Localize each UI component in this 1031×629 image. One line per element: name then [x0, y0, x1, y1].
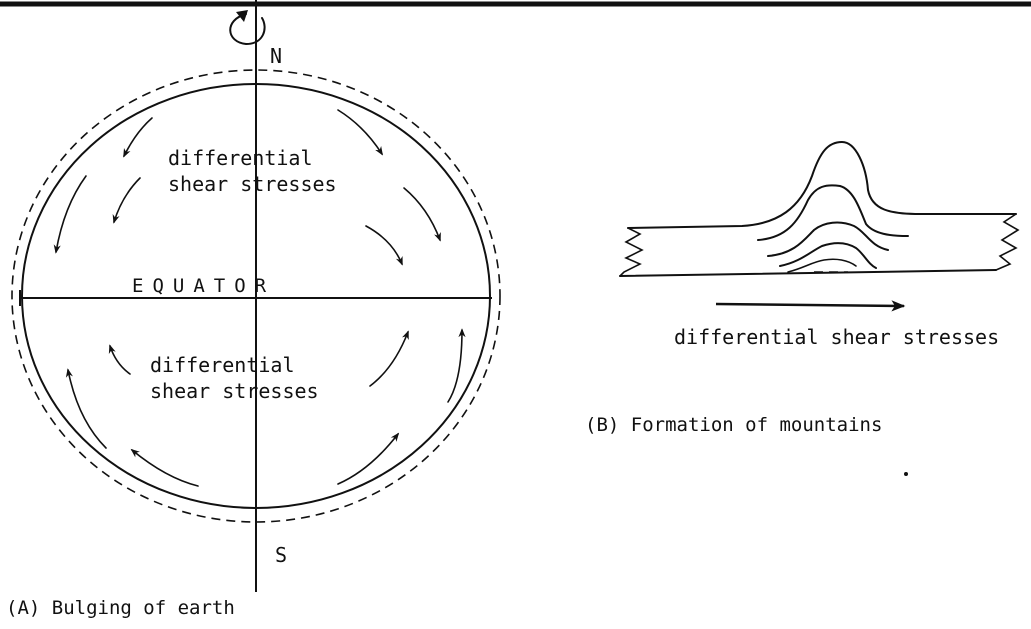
shear-stress-label: differential shear stresses: [674, 325, 999, 349]
upper-stress-label-line2: shear stresses: [168, 172, 337, 196]
shear-arrow: [53, 175, 87, 254]
right-break-edge: [995, 213, 1020, 271]
shear-arrow: [447, 328, 466, 403]
equator-label: EQUATOR: [132, 275, 275, 297]
panel-formation-of-mountains: differential shear stresses (B) Formatio…: [585, 141, 1020, 436]
lower-stress-label-line2: shear stresses: [150, 379, 319, 403]
shear-arrow: [365, 225, 403, 266]
shear-direction-arrow: [715, 300, 906, 312]
panel-bulging-of-earth: N S EQUATOR differential shear stresses …: [6, 0, 501, 619]
shear-arrow: [369, 330, 409, 387]
rotation-icon: [229, 13, 266, 45]
folded-layer: [757, 184, 909, 241]
caption-b: (B) Formation of mountains: [585, 414, 882, 436]
caption-a: (A) Bulging of earth: [6, 597, 235, 619]
folded-layer: [779, 242, 877, 269]
shear-arrow: [337, 109, 383, 156]
upper-stress-label-line1: differential: [168, 146, 313, 170]
rotation-arrowhead-icon: [236, 10, 248, 22]
south-pole-label: S: [275, 543, 287, 567]
folded-layer: [767, 221, 889, 257]
mountain-surface: [627, 141, 1017, 229]
lower-stress-label-line1: differential: [150, 353, 295, 377]
shear-arrow: [108, 344, 131, 375]
north-pole-label: N: [270, 44, 282, 68]
shear-arrow: [123, 117, 153, 158]
shear-arrow: [337, 432, 400, 485]
speck: [904, 472, 908, 476]
shear-arrow: [112, 177, 141, 224]
layer-base-line: [619, 269, 997, 277]
shear-arrow: [65, 368, 107, 449]
shear-arrow: [130, 448, 199, 487]
left-break-edge: [619, 227, 644, 277]
folded-layer: [787, 258, 857, 273]
bulged-earth-outline: [11, 69, 501, 523]
shear-arrow: [403, 187, 441, 242]
